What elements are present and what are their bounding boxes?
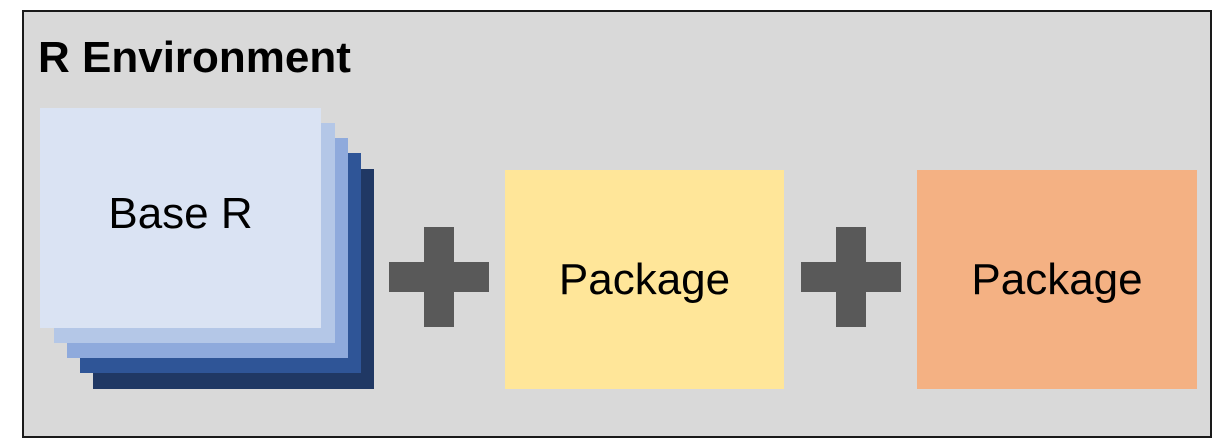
r-environment-container: R Environment Base R Package Package — [22, 10, 1212, 438]
base-r-layer-1 — [40, 108, 321, 328]
package-box-1 — [505, 170, 784, 389]
plus-bar-vertical — [424, 227, 454, 327]
package-label-1: Package — [558, 254, 731, 304]
plus-bar-vertical — [836, 227, 866, 327]
package-label-2: Package — [971, 254, 1143, 304]
plus-icon — [801, 227, 901, 327]
base-r-label: Base R — [108, 189, 253, 238]
package-box-2 — [917, 170, 1197, 389]
environment-title: R Environment — [38, 33, 351, 82]
plus-icon — [389, 227, 489, 327]
